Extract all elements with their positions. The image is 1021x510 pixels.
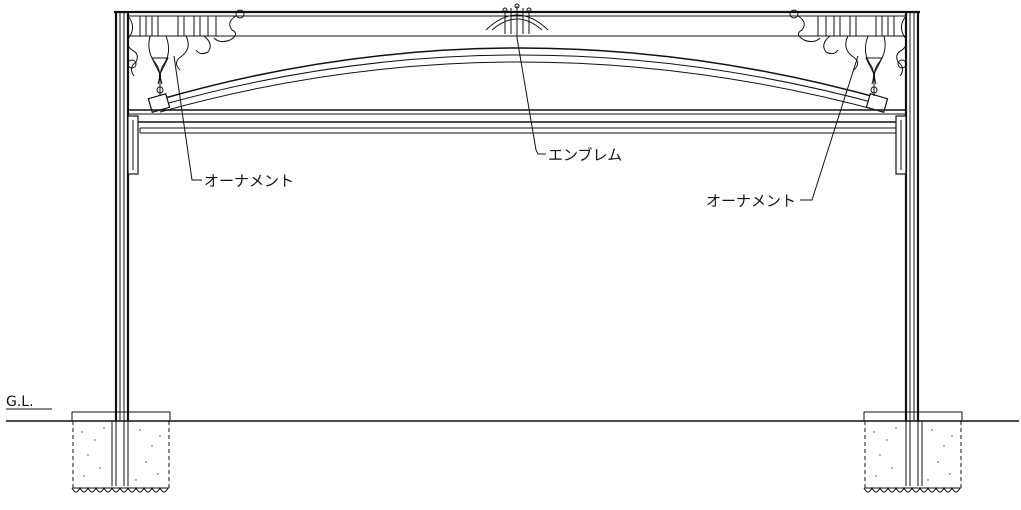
foundation-right	[863, 411, 963, 493]
label-emblem: エンブレム	[548, 146, 622, 164]
emblem	[485, 3, 549, 38]
foundation-left-concrete-dots	[81, 427, 161, 481]
leader-emblem	[516, 37, 546, 155]
gutter-left	[127, 115, 139, 175]
foundation-left-cap	[71, 411, 171, 422]
foundation-left-gravel	[71, 486, 169, 493]
gl-label: G.L.	[6, 394, 34, 410]
post-left	[114, 12, 130, 421]
foundation-left	[71, 411, 171, 493]
foundation-right-gravel	[863, 486, 961, 493]
leader-ornament-right	[800, 55, 859, 201]
ornament-right	[789, 9, 908, 96]
eave-beam	[128, 109, 906, 134]
post-right	[904, 12, 920, 421]
label-ornament-left: オーナメント	[204, 172, 294, 190]
ground-line-group: G.L.	[6, 394, 1019, 422]
leader-ornament-left	[173, 55, 202, 181]
foundation-right-anchor-rods	[905, 421, 923, 486]
leader-lines	[173, 37, 859, 201]
gutter-right	[895, 115, 907, 175]
foundation-left-anchor-rods	[111, 421, 129, 486]
arched-roof	[147, 47, 889, 113]
label-ornament-right: オーナメント	[706, 192, 796, 210]
ornament-left	[126, 9, 245, 96]
foundation-right-cap	[863, 411, 963, 422]
foundation-right-concrete-dots	[873, 427, 953, 481]
